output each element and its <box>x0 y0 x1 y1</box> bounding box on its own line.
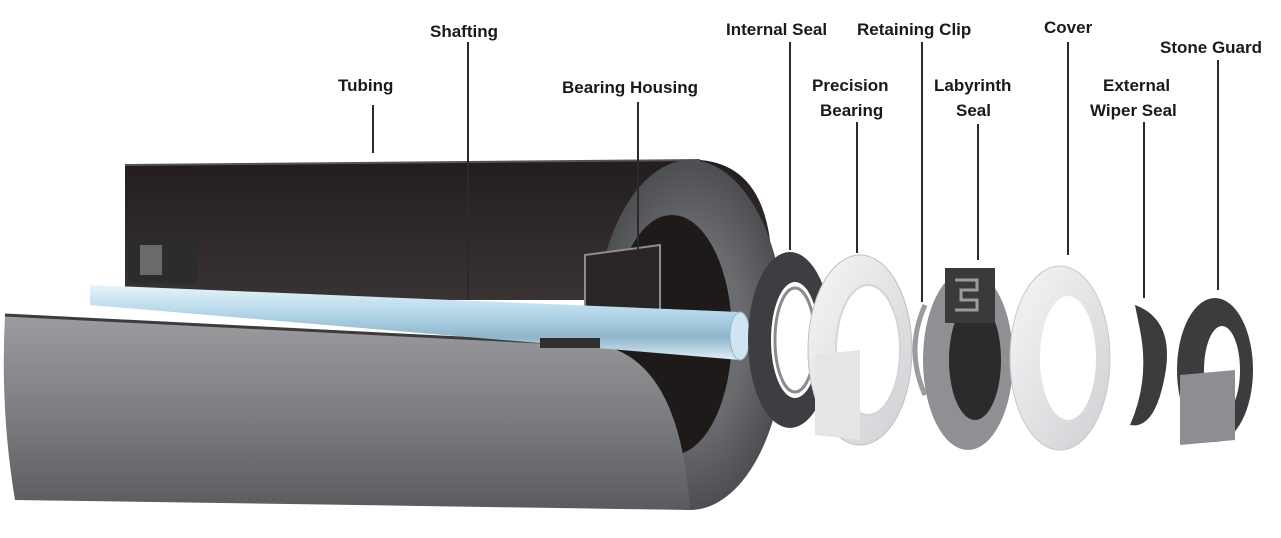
bearing-housing-left <box>128 238 198 283</box>
stone-guard-part <box>1177 298 1253 445</box>
label-retaining-clip: Retaining Clip <box>857 20 972 39</box>
label-internal-seal: Internal Seal <box>726 20 828 39</box>
leader-lines <box>372 42 1219 302</box>
retaining-clip-part <box>912 303 928 397</box>
label-bearing-housing: Bearing Housing <box>562 78 699 97</box>
labyrinth-seal-part <box>923 268 1013 450</box>
label-precision-bearing-line2: Bearing <box>820 101 884 120</box>
label-labyrinth-seal-line2: Seal <box>956 101 991 120</box>
cover-part <box>1009 265 1111 451</box>
label-stone-guard: Stone Guard <box>1160 38 1263 57</box>
label-tubing: Tubing <box>338 76 394 95</box>
label-external-wiper-seal-line1: External <box>1103 76 1171 95</box>
label-precision-bearing-line1: Precision <box>812 76 889 95</box>
precision-bearing-part <box>807 254 913 446</box>
label-cover: Cover <box>1044 18 1093 37</box>
label-shafting: Shafting <box>430 22 498 41</box>
label-labyrinth-seal-line1: Labyrinth <box>934 76 1012 95</box>
external-wiper-seal-part <box>1130 305 1167 426</box>
shaft-part <box>90 285 751 361</box>
label-external-wiper-seal-line2: Wiper Seal <box>1090 101 1177 120</box>
